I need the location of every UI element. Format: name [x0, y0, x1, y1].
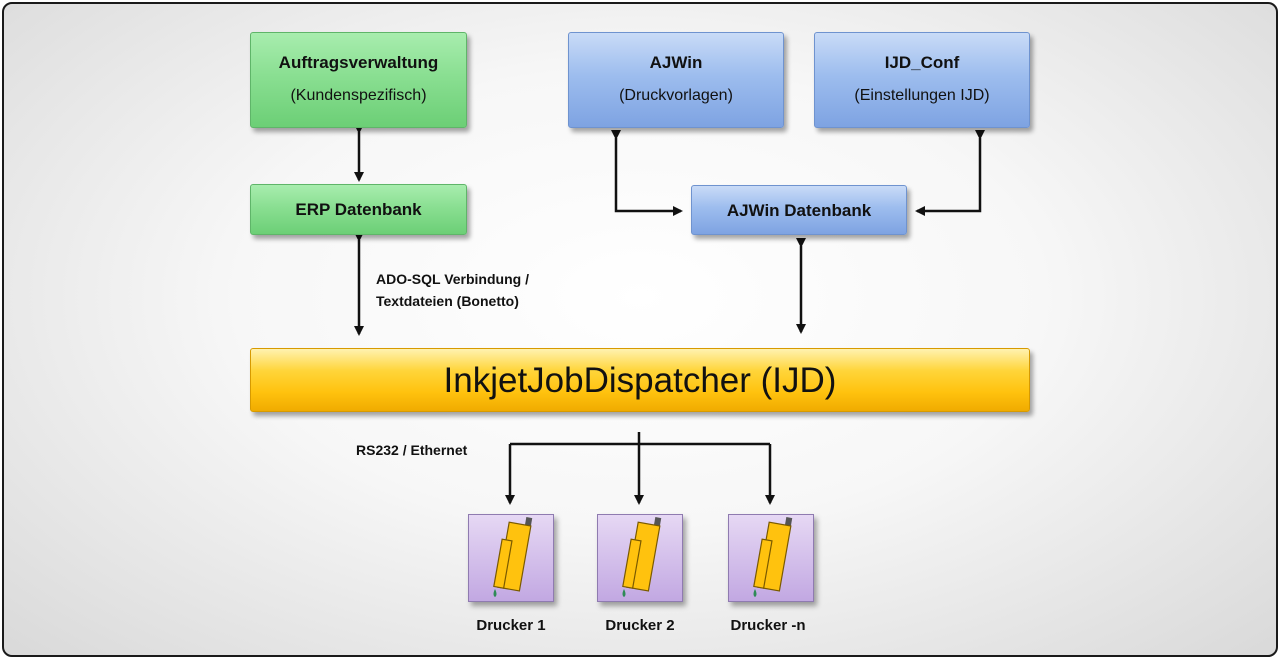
- rs232-ethernet-label: RS232 / Ethernet: [356, 442, 468, 458]
- box-ijd-conf-sub: (Einstellungen IJD): [854, 87, 990, 104]
- printer-n: [728, 514, 814, 602]
- box-ajwin-title: AJWin: [649, 53, 703, 72]
- ado-connection-label-line1: ADO-SQL Verbindung /: [376, 271, 529, 287]
- ado-connection-label: ADO-SQL Verbindung / Textdateien (Bonett…: [376, 268, 529, 312]
- printer-2-label: Drucker 2: [605, 617, 675, 634]
- printer-1-label: Drucker 1: [476, 617, 546, 634]
- box-ajwin: AJWin (Druckvorlagen): [568, 32, 784, 128]
- ado-connection-label-line2: Textdateien (Bonetto): [376, 293, 519, 309]
- inkjet-cartridge-icon: [493, 517, 533, 597]
- printer-1: [468, 514, 554, 602]
- box-auftragsverwaltung-title: Auftragsverwaltung: [278, 53, 439, 72]
- box-ijd-conf: IJD_Conf (Einstellungen IJD): [814, 32, 1030, 128]
- box-erp-datenbank: ERP Datenbank: [250, 184, 467, 235]
- arrow-ajwin-ajwindb: [611, 130, 683, 216]
- box-auftragsverwaltung-sub: (Kundenspezifisch): [290, 87, 427, 104]
- box-ajwin-datenbank-title: AJWin Datenbank: [726, 201, 872, 220]
- box-ijd-conf-title: IJD_Conf: [884, 53, 960, 72]
- printer-2: [597, 514, 683, 602]
- inkjet-cartridge-icon: [622, 517, 662, 597]
- box-erp-datenbank-title: ERP Datenbank: [295, 200, 422, 219]
- arrow-ijdconf-ajwindb: [915, 130, 985, 216]
- box-ajwin-sub: (Druckvorlagen): [619, 87, 733, 104]
- box-ajwin-datenbank: AJWin Datenbank: [691, 185, 907, 235]
- box-auftragsverwaltung: Auftragsverwaltung (Kundenspezifisch): [250, 32, 467, 128]
- box-inkjet-job-dispatcher: InkjetJobDispatcher (IJD): [250, 348, 1030, 412]
- box-inkjet-job-dispatcher-title: InkjetJobDispatcher (IJD): [443, 361, 837, 400]
- printer-n-label: Drucker -n: [730, 617, 806, 634]
- inkjet-cartridge-icon: [753, 517, 793, 597]
